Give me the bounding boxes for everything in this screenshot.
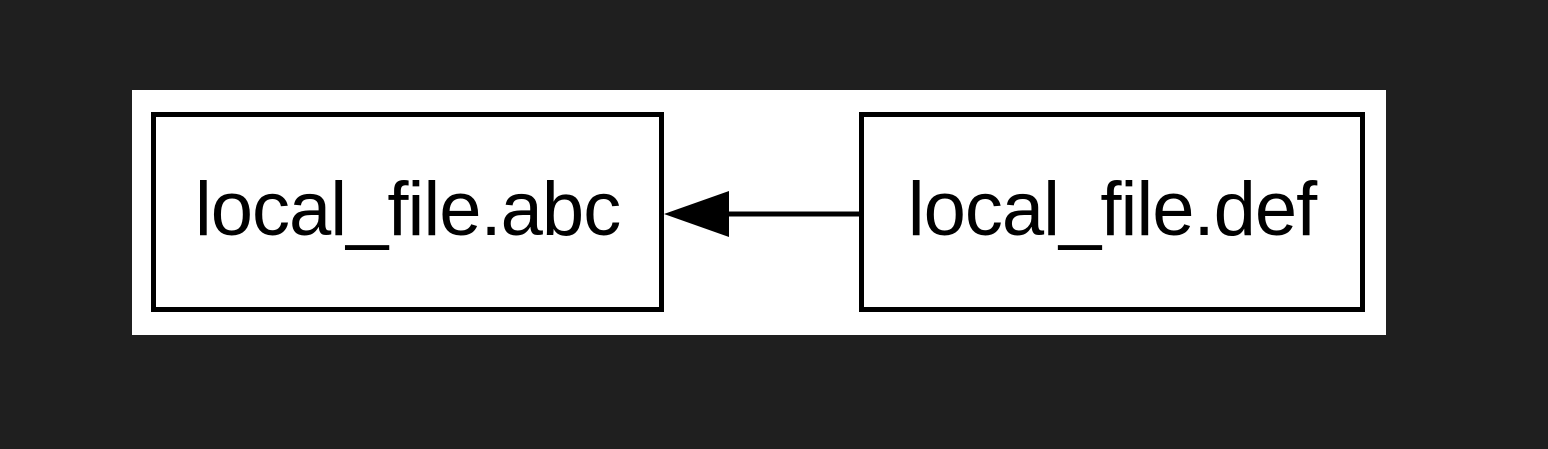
dependency-arrow-def-to-abc — [664, 191, 859, 237]
node-local-file-def: local_file.def — [859, 112, 1365, 312]
diagram-panel: local_file.abc local_file.def — [132, 90, 1386, 335]
node-local-file-abc: local_file.abc — [151, 112, 664, 312]
node-local-file-abc-label: local_file.abc — [194, 167, 621, 252]
node-local-file-def-label: local_file.def — [907, 167, 1317, 252]
arrowhead-icon — [664, 191, 729, 237]
